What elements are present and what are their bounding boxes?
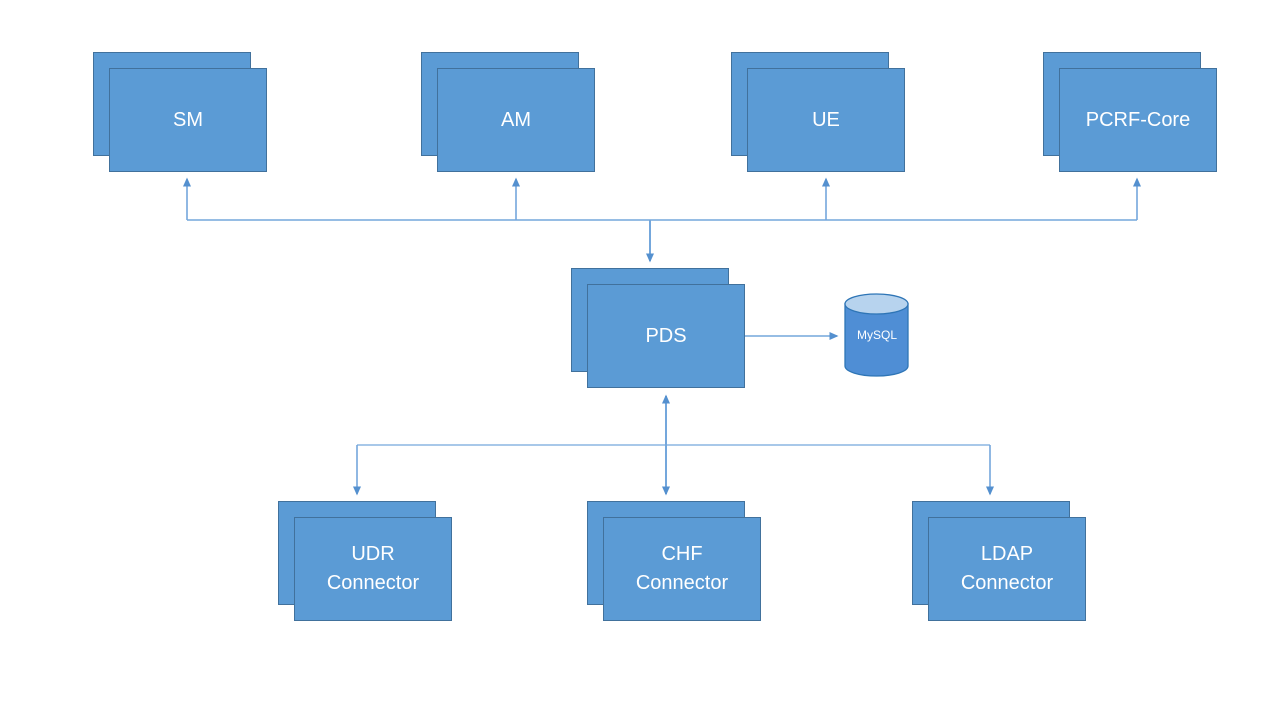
mysql-cylinder-top bbox=[844, 293, 909, 315]
node-ue-box: UE bbox=[747, 68, 905, 172]
node-ldap-connector-label-line1: LDAP bbox=[980, 543, 1034, 565]
node-sm: SM bbox=[93, 52, 267, 172]
node-pds-box: PDS bbox=[587, 284, 745, 388]
node-ldap-connector: LDAP Connector bbox=[912, 501, 1086, 621]
node-am-box: AM bbox=[437, 68, 595, 172]
node-pds-label: PDS bbox=[645, 324, 687, 347]
node-chf-connector-label-line2: Connector bbox=[635, 572, 729, 594]
node-sm-label: SM bbox=[173, 108, 203, 131]
node-am-label: AM bbox=[501, 108, 531, 131]
node-udr-connector-label-line1: UDR bbox=[351, 543, 395, 565]
node-am: AM bbox=[421, 52, 595, 172]
node-udr-connector-box: UDR Connector bbox=[294, 517, 452, 621]
node-sm-box: SM bbox=[109, 68, 267, 172]
node-ldap-connector-label-line2: Connector bbox=[960, 572, 1054, 594]
node-pcrf-core-label: PCRF-Core bbox=[1085, 108, 1191, 131]
node-pds: PDS bbox=[571, 268, 745, 388]
node-ue-label: UE bbox=[812, 108, 840, 131]
node-chf-connector-label-line1: CHF bbox=[661, 543, 703, 565]
node-ldap-connector-box: LDAP Connector bbox=[928, 517, 1086, 621]
node-mysql-label: MySQL bbox=[856, 328, 897, 342]
node-ue: UE bbox=[731, 52, 905, 172]
node-pcrf-core-box: PCRF-Core bbox=[1059, 68, 1217, 172]
node-udr-connector-label-line2: Connector bbox=[326, 572, 420, 594]
node-chf-connector: CHF Connector bbox=[587, 501, 761, 621]
node-pcrf-core: PCRF-Core bbox=[1043, 52, 1217, 172]
node-chf-connector-box: CHF Connector bbox=[603, 517, 761, 621]
node-udr-connector: UDR Connector bbox=[278, 501, 452, 621]
